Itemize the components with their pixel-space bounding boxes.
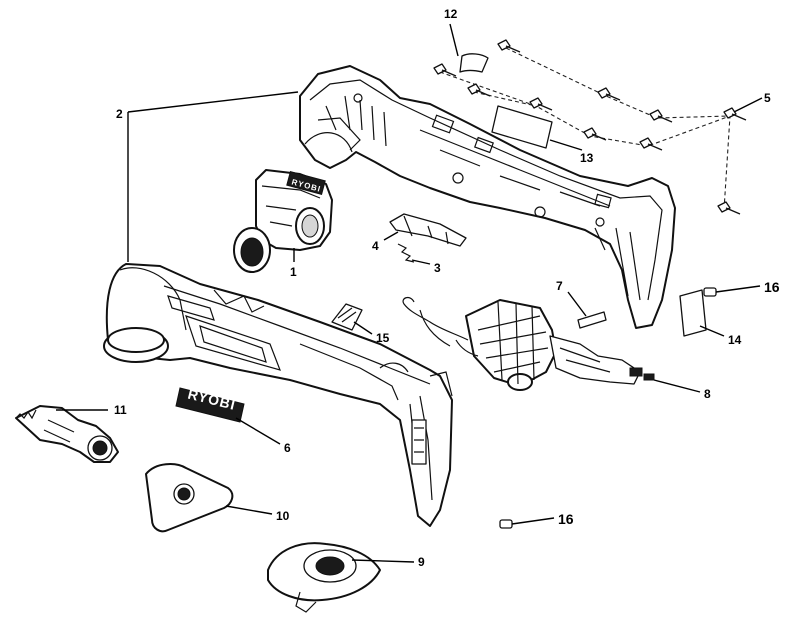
callout-5: 5	[764, 91, 771, 105]
callout-1: 1	[290, 265, 297, 279]
plug-16-lower	[499, 519, 513, 529]
callout-11: 11	[114, 403, 127, 417]
leader-lines	[56, 23, 763, 563]
callout-13: 13	[580, 151, 594, 165]
left-housing-half	[103, 263, 453, 527]
callout-15: 15	[376, 331, 390, 345]
saw-blade-11	[15, 405, 119, 463]
screws-group	[433, 39, 747, 215]
label-strip-7	[577, 311, 607, 329]
callout-4: 4	[372, 239, 379, 253]
ryobi-logo-badge: RYOBI	[175, 386, 245, 423]
callout-16-upper: 16	[764, 279, 780, 295]
sanding-pad-10	[145, 463, 234, 533]
callout-labels: 2 1 12 13 5 4 3 7 16 14 15 8 11 6 10 16 …	[114, 7, 780, 569]
callout-10: 10	[276, 509, 290, 523]
label-sheet-14	[679, 289, 707, 337]
callout-3: 3	[434, 261, 441, 275]
gear-head-assembly: RYOBI	[233, 169, 333, 273]
callout-7: 7	[556, 279, 563, 293]
callout-2: 2	[116, 107, 123, 121]
screw-icon	[433, 39, 747, 215]
callout-14: 14	[728, 333, 742, 347]
right-housing-half	[299, 65, 676, 329]
plug-16-upper	[703, 287, 717, 297]
motor-assembly	[402, 296, 655, 391]
spring-3	[397, 243, 415, 263]
callout-12: 12	[444, 7, 458, 21]
spring-clip-4	[389, 213, 467, 247]
switch-button-15	[331, 303, 363, 331]
callout-16-lower: 16	[558, 511, 574, 527]
label-plate-12	[459, 53, 489, 73]
label-13	[491, 105, 553, 149]
callout-9: 9	[418, 555, 425, 569]
callout-8: 8	[704, 387, 711, 401]
flush-cut-blade-9	[267, 542, 381, 613]
callout-6: 6	[284, 441, 291, 455]
